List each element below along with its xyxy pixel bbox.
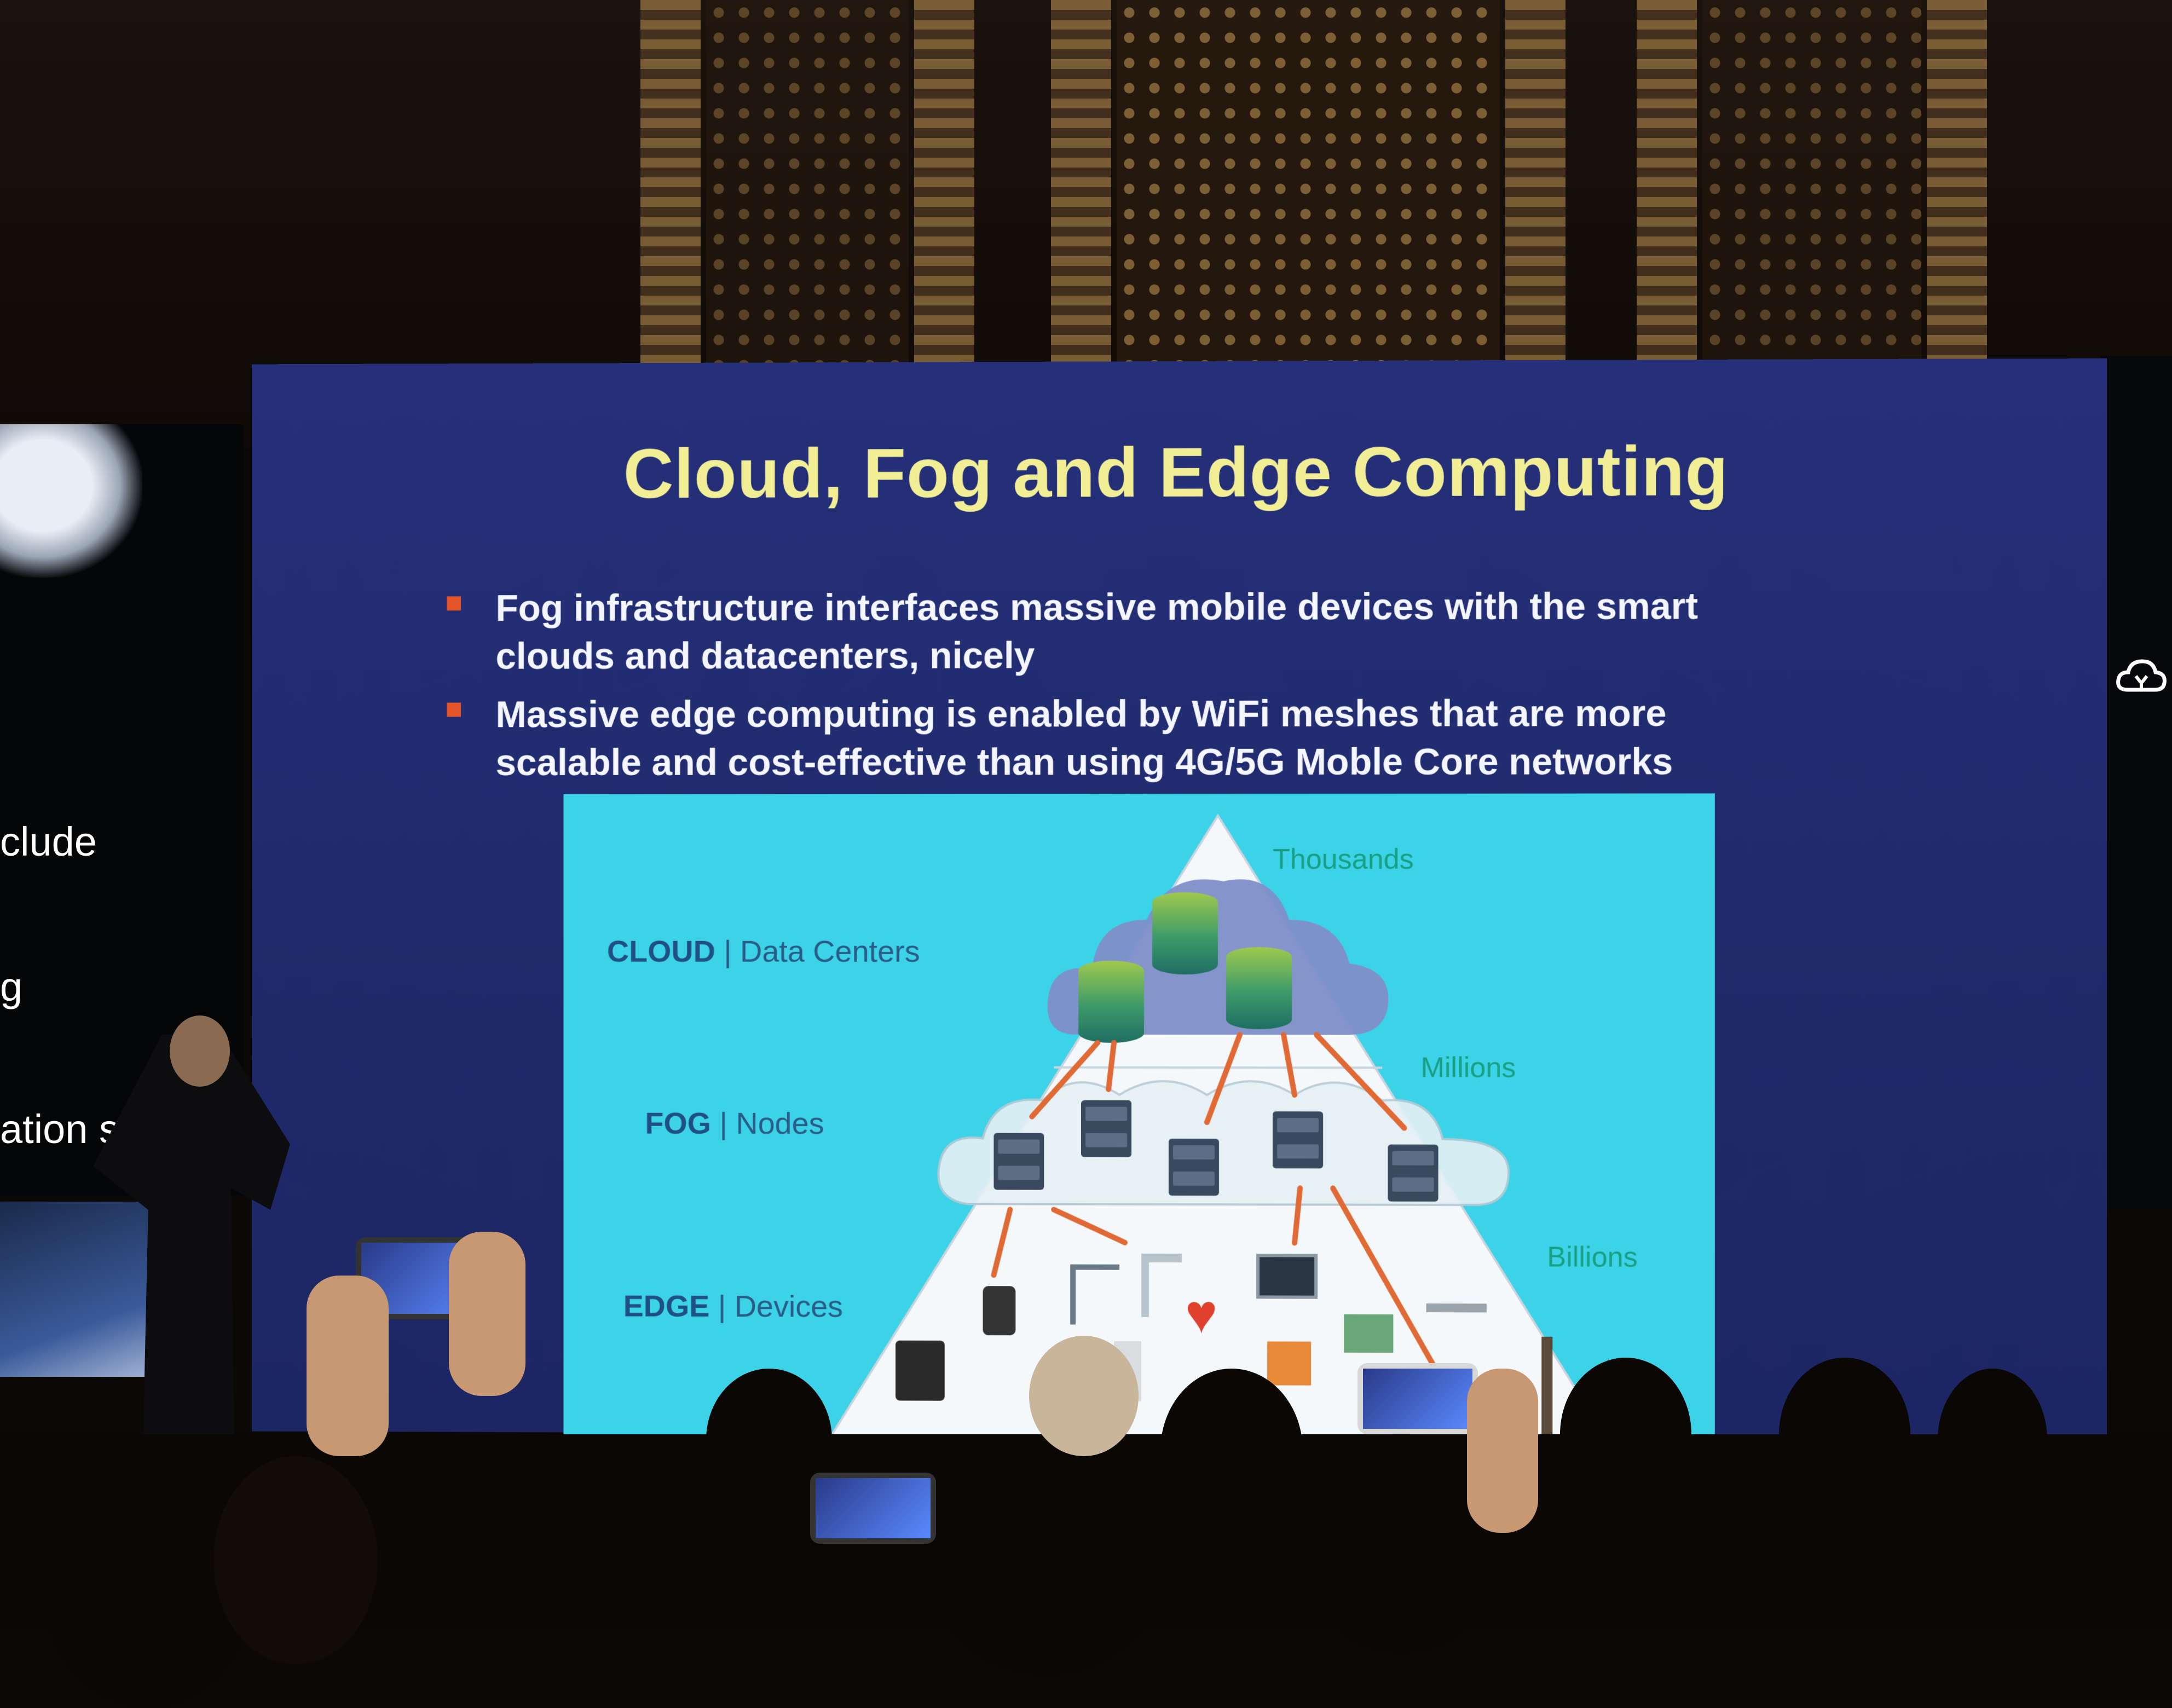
audience-head-blonde — [1029, 1336, 1139, 1456]
decorative-pillar — [914, 0, 974, 416]
decorative-pillar — [1637, 0, 1697, 416]
decorative-pillar — [1505, 0, 1566, 416]
bullet-square-icon — [447, 596, 461, 611]
slide-title: Cloud, Fog and Edge Computing — [623, 432, 1729, 513]
connection-arrows — [563, 793, 1714, 1458]
raised-phone — [810, 1473, 936, 1544]
left-screen-text: clude — [0, 819, 97, 864]
cloud-logo-icon — [2116, 659, 2167, 692]
monitor-icon — [1256, 1254, 1318, 1299]
presentation-slide: Cloud, Fog and Edge Computing Fog infras… — [251, 358, 2107, 1458]
bullet-text-line: Fog infrastructure interfaces massive mo… — [495, 585, 1699, 630]
power-pole-icon — [1541, 1336, 1553, 1436]
audience-head — [1560, 1358, 1691, 1511]
bullet-item: Fog infrastructure interfaces massive mo… — [447, 582, 1874, 680]
bullet-text-line: Massive edge computing is enabled by WiF… — [495, 692, 1667, 736]
smartwatch-icon — [983, 1286, 1016, 1336]
lattice-panel — [706, 0, 909, 383]
audience-head — [213, 1456, 378, 1664]
bullet-square-icon — [447, 702, 461, 717]
audience-head — [1160, 1369, 1303, 1533]
lattice-panel — [1702, 0, 1921, 383]
audience-head — [1779, 1358, 1910, 1511]
desk-lamp-icon — [1070, 1264, 1120, 1325]
bullet-text-line: scalable and cost-effective than using 4… — [495, 741, 1673, 783]
bullet-text-line: clouds and datacenters, nicely — [495, 634, 1035, 677]
cloud-fog-edge-diagram: CLOUD | Data Centers FOG | Nodes EDGE | … — [563, 793, 1715, 1458]
decorative-pillar — [1927, 0, 1987, 416]
audience-head — [931, 1478, 1160, 1675]
raised-phone — [1358, 1363, 1478, 1434]
brain-graphic — [0, 424, 142, 578]
right-side-screen — [2101, 356, 2172, 1210]
bullet-item: Massive edge computing is enabled by WiF… — [447, 689, 1874, 786]
pressure-gauge-icon — [1426, 1303, 1487, 1346]
raised-hand — [307, 1276, 389, 1456]
audience-head — [1938, 1369, 2047, 1511]
raised-hand — [1467, 1369, 1538, 1533]
presenter-head — [170, 1015, 230, 1087]
phone-screen — [1363, 1369, 1472, 1429]
store-icon — [1267, 1341, 1312, 1386]
decorative-pillar — [640, 0, 701, 416]
phone-screen — [816, 1478, 931, 1538]
heart-rate-icon: ♥ — [1185, 1283, 1218, 1345]
lattice-panel — [1117, 0, 1500, 383]
raised-hand — [449, 1232, 525, 1396]
faucet-icon — [1141, 1253, 1182, 1318]
speaker-icon — [896, 1340, 945, 1401]
decorative-pillar — [1051, 0, 1111, 416]
left-screen-text: g — [0, 964, 23, 1009]
card-reader-icon — [1344, 1314, 1394, 1353]
